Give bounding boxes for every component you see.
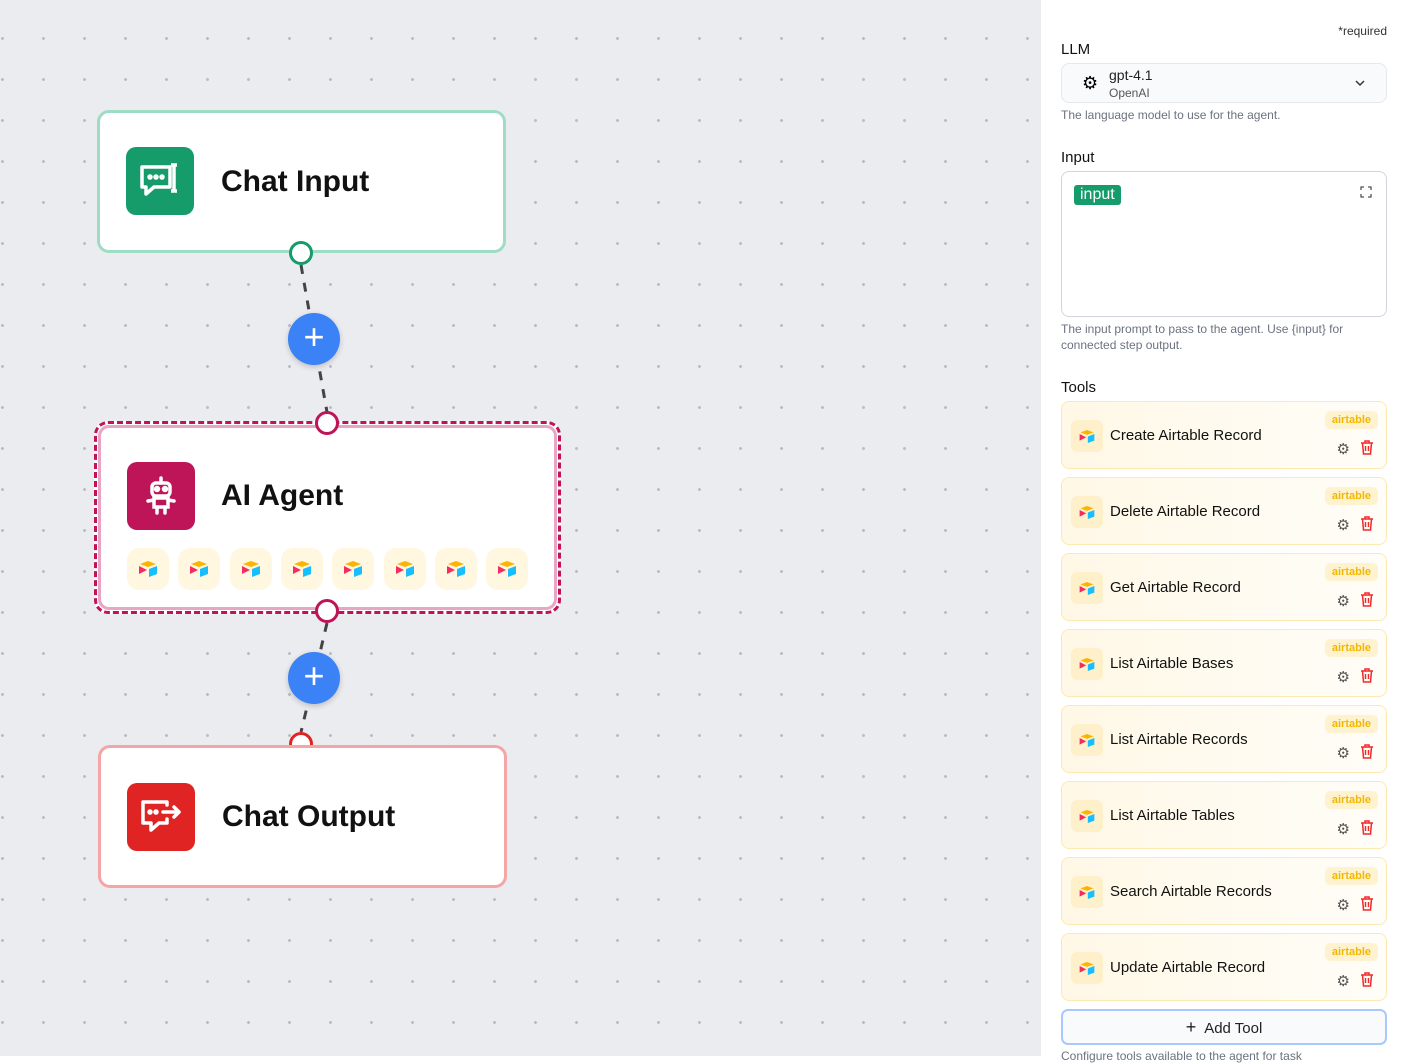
airtable-icon: [1071, 800, 1103, 832]
expand-icon[interactable]: [1360, 186, 1372, 198]
airtable-icon: [1071, 952, 1103, 984]
trash-icon[interactable]: [1360, 440, 1374, 455]
output-handle[interactable]: [315, 599, 339, 623]
input-label: Input: [1061, 149, 1095, 166]
tool-badge: airtable: [1324, 943, 1378, 961]
trash-icon[interactable]: [1360, 972, 1374, 987]
tool-badge: airtable: [1324, 867, 1378, 885]
chat-input-icon: [126, 147, 194, 215]
gear-icon[interactable]: ⚙: [1336, 593, 1350, 610]
chat-output-icon: [127, 783, 195, 851]
llm-help: The language model to use for the agent.: [1061, 108, 1281, 122]
input-handle[interactable]: [315, 411, 339, 435]
input-help: The input prompt to pass to the agent. U…: [1061, 322, 1344, 352]
trash-icon[interactable]: [1360, 592, 1374, 607]
llm-provider: OpenAI: [1109, 86, 1150, 100]
chat-output-node[interactable]: Chat Output: [98, 745, 507, 888]
add-step-button[interactable]: +: [288, 313, 340, 365]
chevron-down-icon: [1355, 80, 1365, 87]
tools-help: Configure tools available to the agent f…: [1061, 1049, 1302, 1063]
tool-badge: airtable: [1324, 411, 1378, 429]
airtable-tool-chip[interactable]: [280, 548, 323, 590]
gear-icon[interactable]: ⚙: [1336, 441, 1350, 458]
input-editor[interactable]: input: [1061, 171, 1387, 317]
airtable-icon: [1071, 724, 1103, 756]
tool-name: Get Airtable Record: [1110, 579, 1241, 596]
tool-badge: airtable: [1324, 563, 1378, 581]
chat-input-node[interactable]: Chat Input: [97, 110, 506, 253]
llm-label: LLM: [1061, 41, 1091, 58]
tool-badge: airtable: [1324, 791, 1378, 809]
trash-icon[interactable]: [1360, 896, 1374, 911]
tool-card[interactable]: Get Airtable Record airtable ⚙: [1061, 553, 1387, 621]
airtable-tool-chip[interactable]: [332, 548, 375, 590]
airtable-tool-chip[interactable]: [434, 548, 477, 590]
add-step-button[interactable]: +: [288, 652, 340, 704]
add-tool-button[interactable]: + Add Tool: [1061, 1009, 1387, 1045]
gear-icon[interactable]: ⚙: [1336, 669, 1350, 686]
airtable-icon: [1071, 648, 1103, 680]
trash-icon[interactable]: [1360, 516, 1374, 531]
gear-icon[interactable]: ⚙: [1336, 973, 1350, 990]
llm-model: gpt-4.1: [1109, 67, 1153, 83]
tool-name: List Airtable Records: [1110, 731, 1248, 748]
trash-icon[interactable]: [1360, 668, 1374, 683]
tool-name: List Airtable Bases: [1110, 655, 1234, 672]
trash-icon[interactable]: [1360, 820, 1374, 835]
airtable-tool-chip[interactable]: [383, 548, 426, 590]
airtable-tool-chip[interactable]: [486, 548, 529, 590]
trash-icon[interactable]: [1360, 744, 1374, 759]
airtable-tool-chip[interactable]: [229, 548, 272, 590]
tool-card[interactable]: List Airtable Records airtable ⚙: [1061, 705, 1387, 773]
gear-icon[interactable]: ⚙: [1336, 821, 1350, 838]
tools-label: Tools: [1061, 379, 1097, 396]
airtable-icon: [1071, 876, 1103, 908]
llm-select[interactable]: ⚙ gpt-4.1 OpenAI: [1061, 63, 1387, 103]
gear-icon[interactable]: ⚙: [1336, 897, 1350, 914]
node-title: Chat Output: [222, 800, 396, 833]
required-note: *required: [1338, 24, 1387, 38]
tool-card[interactable]: List Airtable Tables airtable ⚙: [1061, 781, 1387, 849]
tool-badge: airtable: [1324, 639, 1378, 657]
properties-panel: *required LLM ⚙ gpt-4.1 OpenAI The langu…: [1041, 0, 1408, 1063]
airtable-icon: [1071, 420, 1103, 452]
tool-name: Update Airtable Record: [1110, 959, 1266, 976]
gear-icon[interactable]: ⚙: [1336, 745, 1350, 762]
openai-icon: ⚙: [1082, 73, 1099, 93]
tool-badge: airtable: [1324, 715, 1378, 733]
airtable-tool-chip[interactable]: [127, 548, 169, 590]
add-tool-label: Add Tool: [1204, 1020, 1263, 1037]
gear-icon[interactable]: ⚙: [1336, 517, 1350, 534]
workflow-canvas[interactable]: Chat Input + AI Agent + Chat Output: [0, 0, 1041, 1056]
tool-badge: airtable: [1324, 487, 1378, 505]
input-token: input: [1074, 185, 1121, 205]
tool-name: List Airtable Tables: [1110, 807, 1235, 824]
node-title: Chat Input: [221, 165, 370, 198]
airtable-icon: [1071, 496, 1103, 528]
airtable-icon: [1071, 572, 1103, 604]
tool-name: Delete Airtable Record: [1110, 503, 1261, 520]
tool-card[interactable]: Delete Airtable Record airtable ⚙: [1061, 477, 1387, 545]
tool-name: Search Airtable Records: [1110, 883, 1272, 900]
tool-card[interactable]: List Airtable Bases airtable ⚙: [1061, 629, 1387, 697]
robot-icon: [127, 462, 195, 530]
airtable-tool-chip[interactable]: [178, 548, 221, 590]
tool-card[interactable]: Create Airtable Record airtable ⚙: [1061, 401, 1387, 469]
tool-card[interactable]: Search Airtable Records airtable ⚙: [1061, 857, 1387, 925]
tool-name: Create Airtable Record: [1110, 427, 1262, 444]
tool-card[interactable]: Update Airtable Record airtable ⚙: [1061, 933, 1387, 1001]
node-title: AI Agent: [221, 479, 344, 512]
output-handle[interactable]: [289, 241, 313, 265]
plus-icon: +: [1185, 1017, 1197, 1037]
